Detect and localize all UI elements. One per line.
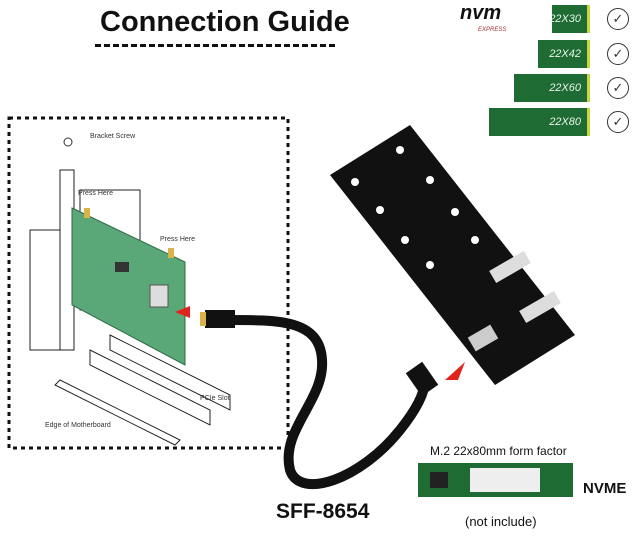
pc-area-dashed-box — [7, 116, 290, 450]
check-icon: ✓ — [607, 111, 629, 133]
sff-port — [467, 324, 499, 352]
label-bracket-screw: Bracket Screw — [90, 133, 136, 140]
check-icon: ✓ — [607, 43, 629, 65]
page-title: Connection Guide — [100, 6, 350, 38]
m2-adapter-board — [330, 125, 575, 385]
label-press-here: Press Here — [78, 190, 114, 197]
arrow-red-icon — [175, 306, 190, 318]
screw-icon — [63, 137, 73, 147]
nvme-label: NVME — [583, 480, 627, 497]
cable-label: SFF-8654 — [276, 500, 370, 523]
pcie-slots — [54, 334, 231, 446]
form-factor-card: 22X60 — [514, 74, 590, 102]
nvm-express-logo-sub: EXPRESS — [478, 27, 507, 33]
m2-form-factor-label: M.2 22x80mm form factor — [430, 444, 567, 458]
sata-port — [489, 250, 531, 284]
chip — [115, 262, 129, 272]
cable-connector — [205, 310, 235, 328]
sff-8654-cable — [229, 315, 430, 490]
label-pcie-slot: PCIe Slot — [200, 395, 230, 402]
form-factor-card: 22X42 — [538, 40, 590, 68]
sff-port — [149, 284, 169, 308]
nvm-express-logo: nvm — [460, 2, 502, 24]
title-underline — [95, 44, 335, 47]
pcie-card — [71, 207, 186, 366]
cable-connector — [405, 361, 439, 397]
arrow-red-icon — [445, 362, 465, 380]
check-icon: ✓ — [607, 8, 629, 30]
mounting-holes — [351, 146, 479, 269]
label-press-here: Press Here — [160, 236, 196, 243]
form-factor-card: 22X80 — [489, 108, 590, 136]
check-icon: ✓ — [607, 77, 629, 99]
form-factor-card: 22X30 — [549, 5, 590, 33]
not-included-note: (not include) — [465, 514, 537, 529]
label-motherboard: Edge of Motherboard — [45, 422, 111, 429]
sata-port — [519, 290, 561, 324]
